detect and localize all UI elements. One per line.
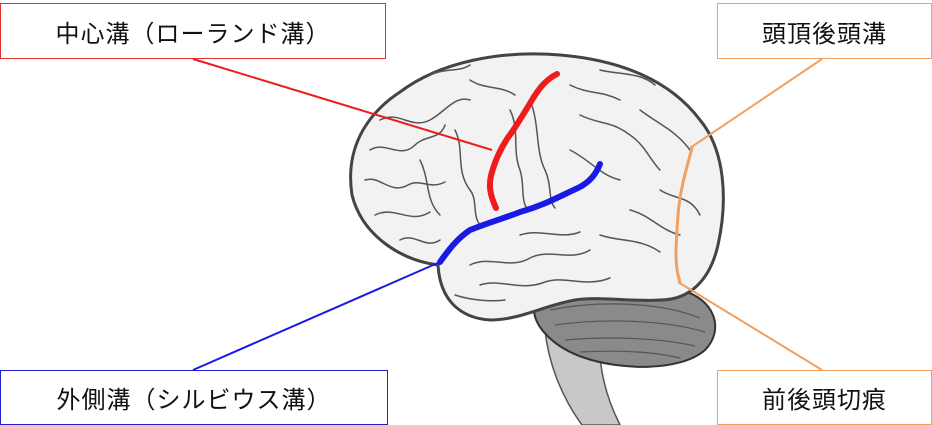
central-sulcus-text: 中心溝（ローランド溝） (55, 19, 331, 48)
preoccipital-notch-text: 前後頭切痕 (762, 386, 887, 414)
lateral-sulcus-line (437, 161, 603, 265)
central-sulcus-line (486, 71, 560, 211)
preocc-leader-line (677, 281, 823, 371)
parieto-occipital-sulcus-text: 頭頂後頭溝 (762, 19, 887, 48)
cerebellum-folia (549, 303, 706, 359)
lateral-leader-line (192, 261, 441, 371)
occipital-boundary-line (674, 146, 694, 284)
parieto-leader-line (689, 58, 823, 149)
lateral-sulcus-label: 外側溝（シルビウス溝） (0, 370, 388, 425)
parieto-occipital-sulcus-label: 頭頂後頭溝 (717, 3, 932, 59)
central-sulcus-label: 中心溝（ローランド溝） (0, 3, 386, 59)
gyri-texture (364, 64, 701, 302)
preoccipital-notch-label: 前後頭切痕 (717, 370, 932, 425)
central-leader-line (192, 58, 493, 151)
lateral-sulcus-text: 外側溝（シルビウス溝） (56, 386, 332, 414)
